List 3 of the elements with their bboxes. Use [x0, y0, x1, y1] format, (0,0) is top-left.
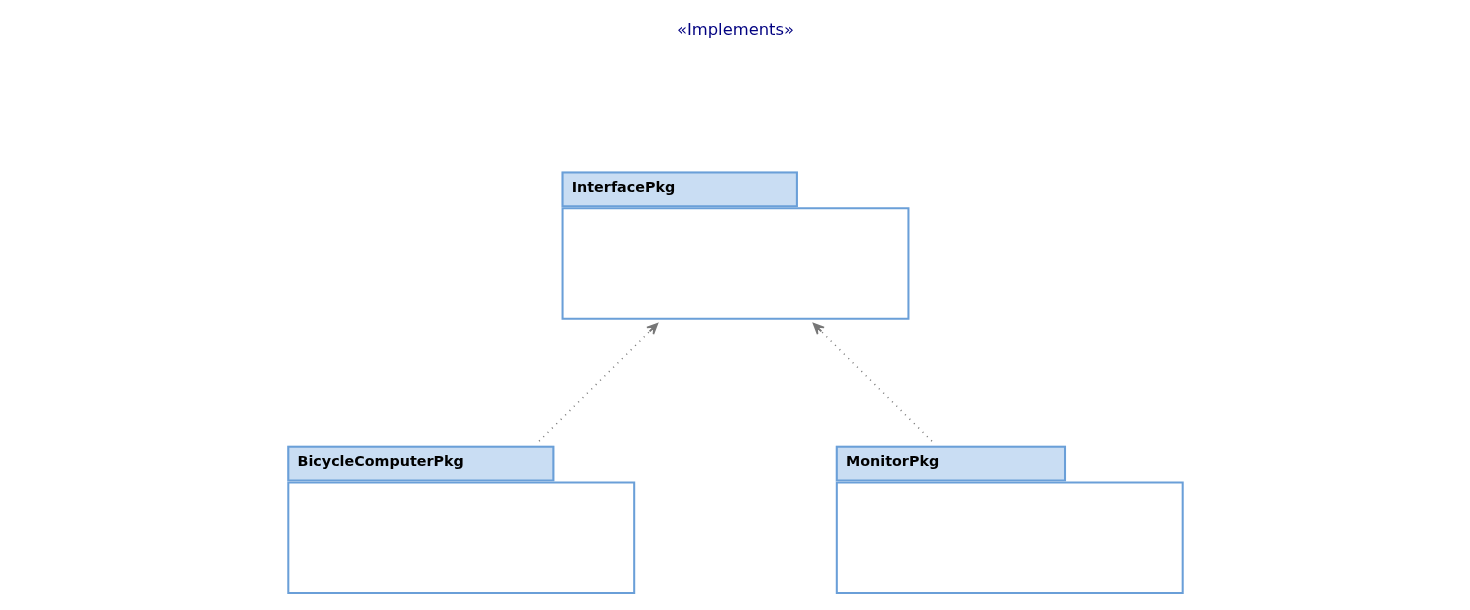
label: «Implements» — [676, 19, 794, 39]
arrow — [812, 322, 933, 442]
arrow — [537, 322, 658, 442]
